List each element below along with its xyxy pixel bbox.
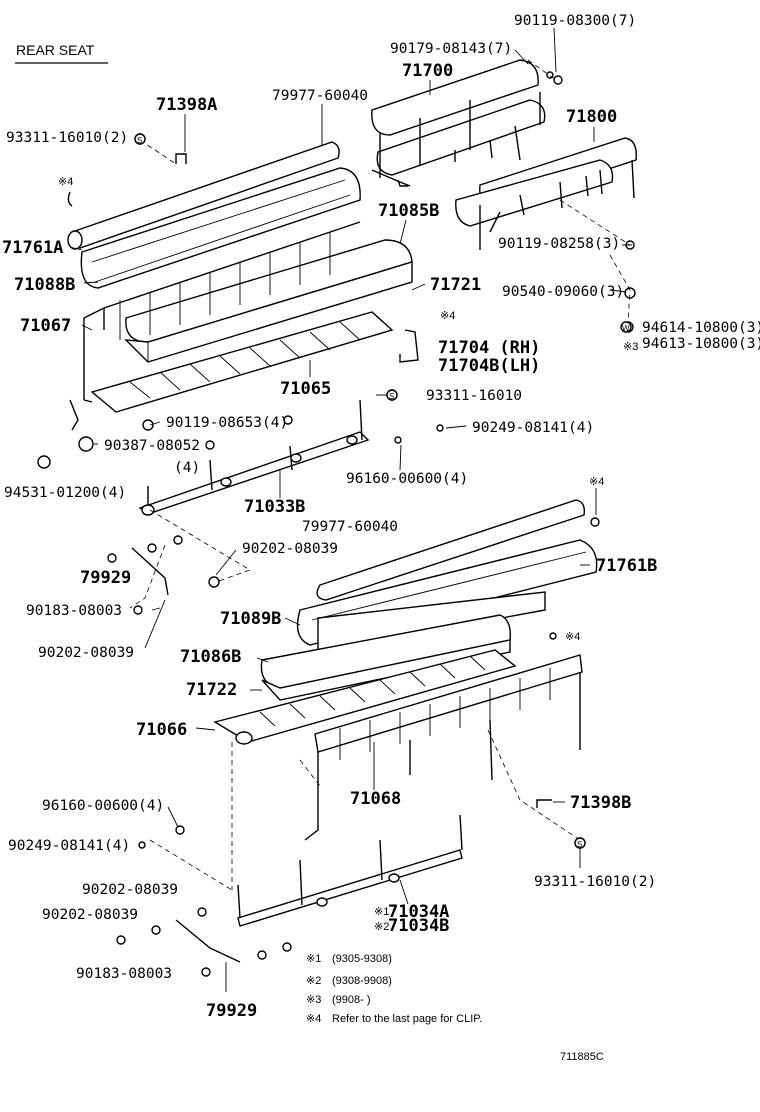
label-71722: 71722	[186, 680, 237, 700]
label-90202-08039-b: 90202-08039	[38, 645, 134, 661]
label-90119-08653: 90119-08653(4)	[166, 415, 288, 431]
note-3-mark: ※3	[306, 994, 321, 1006]
clip-71398A-drawing	[175, 153, 187, 164]
label-71066: 71066	[136, 720, 187, 740]
svg-text:S: S	[577, 840, 582, 849]
label-71704B-lh: 71704B(LH)	[438, 356, 540, 376]
label-90119-08300: 90119-08300(7)	[514, 13, 636, 29]
svg-text:S: S	[137, 136, 142, 145]
note-1-mark: ※1	[306, 953, 321, 965]
label-71700: 71700	[402, 61, 453, 81]
label-93311-16010-2-lower: 93311-16010(2)	[534, 874, 656, 890]
label-96160-00600-lower: 96160-00600(4)	[42, 798, 164, 814]
washer-markers: S S S W	[134, 133, 632, 849]
label-71761A: 71761A	[2, 238, 63, 258]
label-93311-16010: 93311-16010	[426, 388, 522, 404]
frame-71067-drawing	[69, 221, 361, 431]
label-note4-a: ※4	[58, 176, 73, 188]
label-note2: ※2	[374, 921, 389, 933]
tube-79977-upper-drawing	[67, 141, 340, 250]
seat-frame-71800-drawing	[455, 137, 637, 250]
note-2-text: (9308-9908)	[332, 975, 392, 987]
label-93311-16010-2: 93311-16010(2)	[6, 130, 128, 146]
rail-71034-drawing	[237, 814, 463, 927]
footnotes: ※1 (9305-9308) ※2 (9308-9908) ※3 (9908- …	[306, 953, 482, 1025]
rail-71033B-drawing	[138, 399, 370, 516]
label-79977-60040-upper: 79977-60040	[272, 88, 368, 104]
note-2-mark: ※2	[306, 975, 321, 987]
label-90119-08258: 90119-08258(3)	[498, 236, 620, 252]
svg-text:W: W	[622, 324, 630, 333]
label-71065: 71065	[280, 379, 331, 399]
label-90202-08039-d: 90202-08039	[42, 907, 138, 923]
label-71086B: 71086B	[180, 647, 241, 667]
label-71068: 71068	[350, 789, 401, 809]
label-90249-08141-upper: 90249-08141(4)	[472, 420, 594, 436]
label-71800: 71800	[566, 107, 617, 127]
label-71089B: 71089B	[220, 609, 281, 629]
cushion-71085B-drawing	[124, 239, 413, 363]
label-90183-08003-lower: 90183-08003	[76, 966, 172, 982]
leader-lines	[69, 27, 632, 992]
cushion-71086B-drawing	[260, 614, 511, 701]
label-71034A: 71034A	[388, 902, 449, 922]
label-71398A: 71398A	[156, 95, 217, 115]
note-4-mark: ※4	[306, 1013, 321, 1025]
part-labels: 90119-08300(7) 90179-08143(7) 71700 7180…	[2, 13, 760, 1021]
note-3-text: (9908- )	[332, 994, 371, 1006]
label-note4-b: ※4	[440, 310, 455, 322]
label-71704-rh: 71704 (RH)	[438, 338, 540, 358]
label-note3: ※3	[623, 341, 638, 353]
label-90249-08141-lower: 90249-08141(4)	[8, 838, 130, 854]
note-1-text: (9305-9308)	[332, 953, 392, 965]
diagram-title: REAR SEAT	[16, 42, 95, 58]
label-71088B: 71088B	[14, 275, 75, 295]
diagram-code: 711885C	[560, 1051, 604, 1063]
label-71067: 71067	[20, 316, 71, 336]
rod-79929-lower-drawing	[175, 919, 241, 963]
label-71721: 71721	[430, 275, 481, 295]
note-4-text: Refer to the last page for CLIP.	[332, 1013, 482, 1025]
svg-text:S: S	[389, 392, 394, 401]
frame-71068-drawing	[304, 654, 583, 841]
assembly-dashed-lines	[129, 59, 631, 891]
label-90202-08039-a: 90202-08039	[242, 541, 338, 557]
label-79929-lower: 79929	[206, 1001, 257, 1021]
label-94613-10800: 94613-10800(3)	[642, 336, 760, 352]
label-94531-01200: 94531-01200(4)	[4, 485, 126, 501]
label-90540-09060: 90540-09060(3)	[502, 284, 624, 300]
clip-71398B-drawing	[536, 799, 552, 808]
cushion-71761A-drawing	[80, 167, 361, 289]
label-71398B: 71398B	[570, 793, 631, 813]
bracket-71704-drawing	[399, 329, 419, 363]
label-79977-60040-lower: 79977-60040	[302, 519, 398, 535]
label-96160-00600-upper: 96160-00600(4)	[346, 471, 468, 487]
bottom-plate-71065-drawing	[90, 311, 394, 413]
label-71761B: 71761B	[596, 556, 657, 576]
label-90202-08039-c: 90202-08039	[82, 882, 178, 898]
bottom-plate-71066-drawing	[213, 649, 517, 745]
tube-79977-lower-drawing	[316, 499, 586, 601]
rod-79929-upper-drawing	[131, 547, 169, 596]
label-90183-08003-upper: 90183-08003	[26, 603, 122, 619]
label-71033B: 71033B	[244, 497, 305, 517]
label-94614-10800: 94614-10800(3)	[642, 320, 760, 336]
backrest-71089B-drawing	[317, 591, 546, 653]
label-qty-4: (4)	[174, 460, 200, 476]
label-90179-08143: 90179-08143(7)	[390, 41, 512, 57]
label-note4-d: ※4	[565, 631, 580, 643]
label-note4-c: ※4	[589, 476, 604, 488]
label-71034B: 71034B	[388, 916, 449, 936]
seat-frame-71700-drawing	[371, 59, 546, 187]
label-79929-upper: 79929	[80, 568, 131, 588]
label-note1: ※1	[374, 906, 389, 918]
label-90387-08052: 90387-08052	[104, 438, 200, 454]
label-71085B: 71085B	[378, 201, 439, 221]
